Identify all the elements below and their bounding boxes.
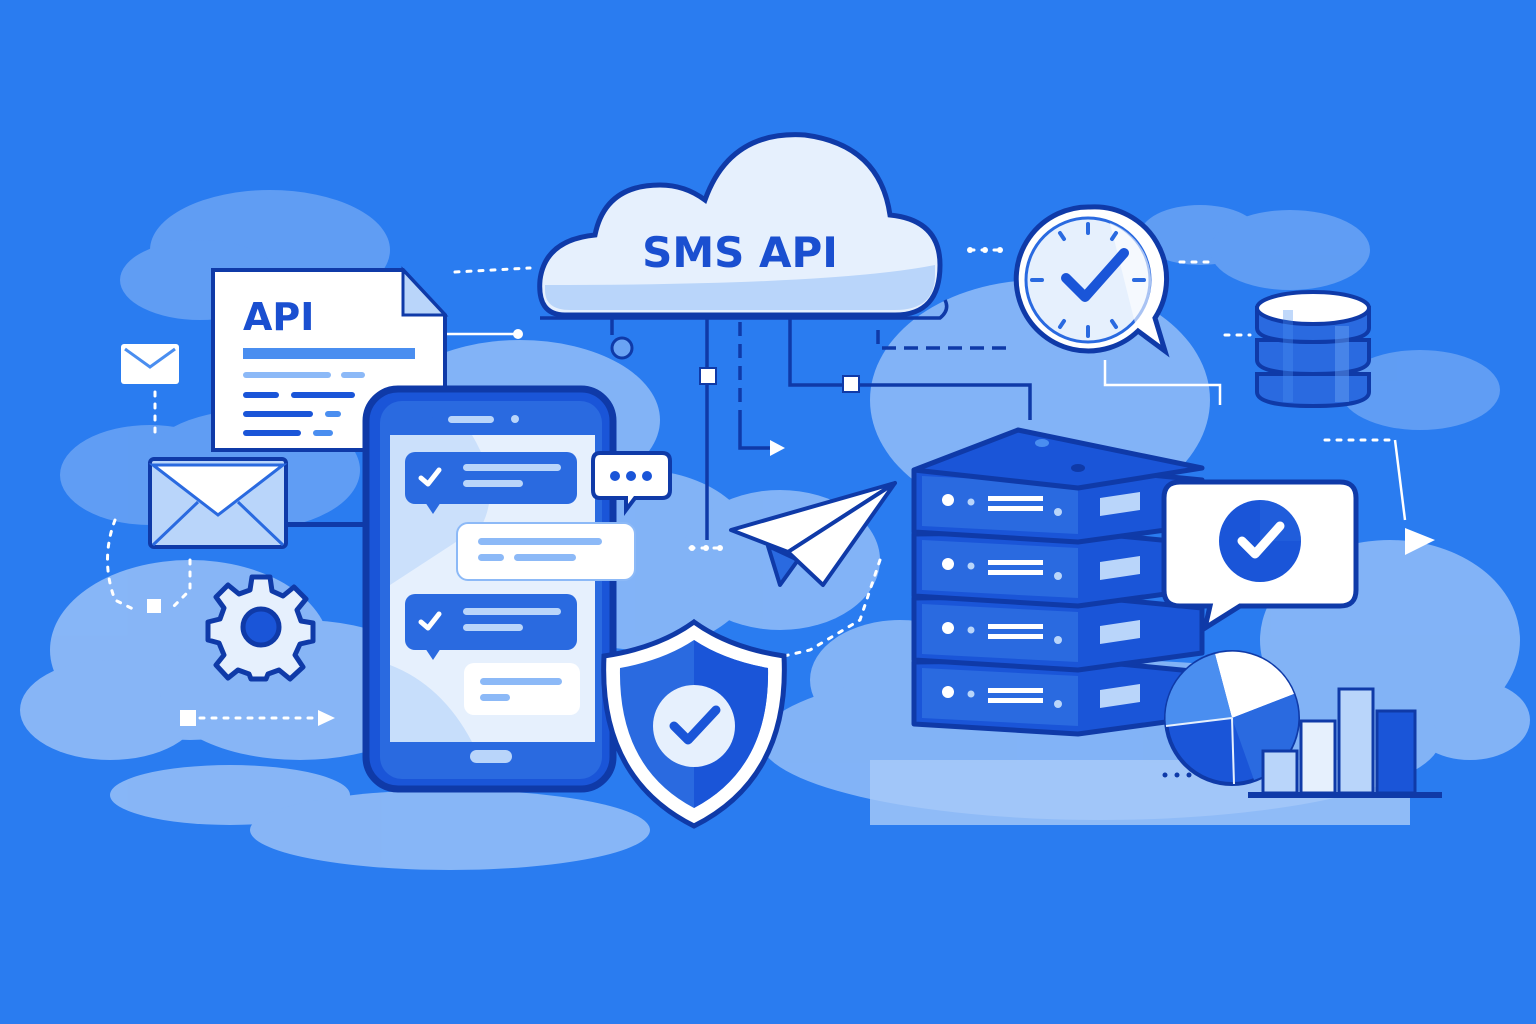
message-bubble-received-1 xyxy=(456,522,636,581)
message-line xyxy=(463,624,523,631)
gear xyxy=(205,572,316,682)
bar-chart xyxy=(1245,680,1445,800)
envelope-icon xyxy=(148,457,288,549)
message-bubble-sent-2 xyxy=(405,594,577,660)
paper-plane xyxy=(728,480,898,590)
check-bubble-icon xyxy=(1161,479,1359,634)
paper-plane-icon xyxy=(729,481,897,587)
server-stack xyxy=(908,418,1208,738)
bar-chart-icon xyxy=(1248,687,1442,798)
message-line xyxy=(463,608,561,615)
shield-check-icon xyxy=(601,618,787,829)
envelope-icon xyxy=(121,344,179,384)
check-icon xyxy=(418,467,442,487)
message-bubble-sent-1 xyxy=(405,452,577,514)
security-shield xyxy=(600,618,788,830)
message-line xyxy=(463,480,523,487)
small-envelope xyxy=(120,343,180,385)
message-bubble-received-2 xyxy=(464,663,580,715)
smartphone xyxy=(362,385,617,795)
check-icon xyxy=(418,611,442,631)
envelope-connector xyxy=(288,522,368,527)
gear-icon xyxy=(205,574,316,682)
large-envelope xyxy=(148,457,288,549)
cloud-icon: SMS API xyxy=(537,132,943,318)
database-icon xyxy=(1255,290,1371,409)
chat-dots-icon xyxy=(591,451,672,516)
message-line xyxy=(478,554,504,561)
message-line xyxy=(480,678,562,685)
server-stack-icon xyxy=(911,427,1205,738)
typing-indicator-bubble xyxy=(590,450,672,516)
sms-api-cloud: SMS API xyxy=(535,125,945,325)
message-line xyxy=(463,464,561,471)
message-line xyxy=(514,554,576,561)
cloud-label: SMS API xyxy=(642,228,838,277)
message-line xyxy=(480,694,510,701)
clock-bubble xyxy=(1010,203,1170,358)
smartphone-icon xyxy=(362,385,617,793)
confirmation-bubble xyxy=(1160,478,1360,634)
database xyxy=(1253,288,1373,410)
message-line xyxy=(478,538,602,545)
clock-check-icon xyxy=(1013,204,1170,358)
document-label: API xyxy=(243,295,314,339)
